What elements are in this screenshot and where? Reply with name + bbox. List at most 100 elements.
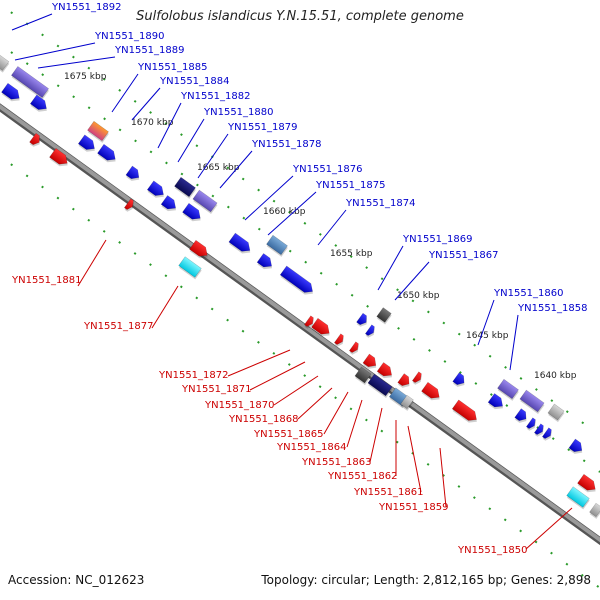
forward-gene-feature[interactable] <box>266 234 289 257</box>
forward-gene-feature[interactable] <box>519 389 545 414</box>
forward-gene-feature[interactable] <box>589 502 600 519</box>
reverse-gene-label[interactable]: YN1551_1859 <box>378 502 449 513</box>
reverse-gene-label[interactable]: YN1551_1881 <box>11 275 82 286</box>
forward-gene-feature[interactable] <box>1 82 24 105</box>
reverse-gene-label[interactable]: YN1551_1861 <box>353 487 424 498</box>
reverse-gene-label[interactable]: YN1551_1868 <box>228 414 299 425</box>
forward-gene-feature[interactable] <box>279 265 317 298</box>
forward-gene-label[interactable]: YN1551_1885 <box>137 62 208 73</box>
forward-gene-feature[interactable] <box>356 312 371 329</box>
reverse-gene-label[interactable]: YN1551_1864 <box>276 442 347 453</box>
reverse-gene-feature[interactable] <box>577 473 600 496</box>
reverse-callout-line <box>297 387 333 420</box>
forward-gene-feature[interactable] <box>452 372 469 390</box>
topology-summary: Topology: circular; Length: 2,812,165 bp… <box>261 573 591 587</box>
forward-gene-feature[interactable] <box>77 134 99 155</box>
forward-gene-label[interactable]: YN1551_1884 <box>159 76 230 87</box>
reverse-gene-feature[interactable] <box>362 353 380 372</box>
forward-gene-feature[interactable] <box>0 53 10 73</box>
forward-gene-label[interactable]: YN1551_1892 <box>51 2 122 13</box>
reverse-gene-label[interactable]: YN1551_1865 <box>253 429 324 440</box>
reverse-gene-feature[interactable] <box>333 333 346 349</box>
reverse-gene-label[interactable]: YN1551_1862 <box>327 471 398 482</box>
forward-gene-label[interactable]: YN1551_1874 <box>345 198 416 209</box>
forward-callout-line <box>37 56 116 69</box>
forward-gene-feature[interactable] <box>541 427 554 443</box>
forward-gene-feature[interactable] <box>10 66 49 100</box>
forward-gene-label[interactable]: YN1551_1879 <box>227 122 298 133</box>
reverse-callout-line <box>439 447 447 508</box>
reverse-gene-feature[interactable] <box>421 381 444 404</box>
forward-gene-feature[interactable] <box>228 232 254 257</box>
forward-gene-label[interactable]: YN1551_1860 <box>493 288 564 299</box>
forward-gene-feature[interactable] <box>376 307 393 325</box>
forward-gene-feature[interactable] <box>97 143 120 166</box>
forward-gene-label[interactable]: YN1551_1878 <box>251 139 322 150</box>
reverse-gene-feature[interactable] <box>411 371 424 387</box>
forward-callout-line <box>111 73 139 113</box>
forward-gene-feature[interactable] <box>160 195 180 214</box>
forward-gene-feature[interactable] <box>256 253 276 272</box>
forward-callout-line <box>244 175 294 221</box>
gene-callouts[interactable]: YN1551_1892YN1551_1890YN1551_1889YN1551_… <box>11 2 588 556</box>
reverse-gene-label[interactable]: YN1551_1872 <box>158 370 229 381</box>
forward-gene-feature[interactable] <box>87 120 110 143</box>
reverse-callout-line <box>77 239 107 287</box>
forward-gene-label[interactable]: YN1551_1889 <box>114 45 185 56</box>
forward-callout-line <box>14 42 96 61</box>
forward-gene-label[interactable]: YN1551_1876 <box>292 164 363 175</box>
reverse-gene-feature[interactable] <box>29 132 44 149</box>
forward-gene-label[interactable]: YN1551_1890 <box>94 31 165 42</box>
forward-gene-feature[interactable] <box>29 94 51 115</box>
reverse-gene-feature[interactable] <box>397 373 414 391</box>
reverse-gene-label[interactable]: YN1551_1863 <box>301 457 372 468</box>
forward-gene-feature[interactable] <box>125 165 143 184</box>
reverse-gene-feature[interactable] <box>49 147 72 170</box>
forward-gene-feature[interactable] <box>568 438 586 457</box>
ruler-tick-label: 1675 kbp <box>64 72 107 82</box>
forward-gene-label[interactable]: YN1551_1867 <box>428 250 499 261</box>
forward-gene-feature[interactable] <box>487 393 507 412</box>
forward-callout-line <box>177 118 205 163</box>
forward-gene-feature[interactable] <box>533 423 546 439</box>
forward-gene-feature[interactable] <box>192 189 218 214</box>
reverse-gene-label[interactable]: YN1551_1870 <box>204 400 275 411</box>
reverse-gene-label[interactable]: YN1551_1877 <box>83 321 154 332</box>
reverse-gene-label[interactable]: YN1551_1850 <box>457 545 528 556</box>
forward-gene-label[interactable]: YN1551_1869 <box>402 234 473 245</box>
forward-gene-feature[interactable] <box>174 176 197 199</box>
reverse-gene-feature[interactable] <box>303 315 316 331</box>
forward-gene-feature[interactable] <box>182 202 205 225</box>
forward-gene-feature[interactable] <box>497 378 520 401</box>
reverse-gene-label[interactable]: YN1551_1871 <box>181 384 252 395</box>
reverse-callout-line <box>151 285 179 329</box>
forward-callout-line <box>11 13 53 31</box>
gene-features[interactable] <box>0 53 600 519</box>
reverse-gene-feature[interactable] <box>123 198 136 214</box>
genome-backbone-highlight <box>0 104 600 543</box>
forward-gene-feature[interactable] <box>354 366 372 386</box>
reverse-callout-line <box>323 391 349 435</box>
reverse-gene-feature[interactable] <box>311 317 334 340</box>
forward-gene-feature[interactable] <box>400 394 415 411</box>
forward-gene-label[interactable]: YN1551_1880 <box>203 107 274 118</box>
reverse-gene-feature[interactable] <box>178 256 203 280</box>
reverse-callout-line <box>273 375 319 406</box>
reverse-gene-feature[interactable] <box>566 486 591 510</box>
forward-gene-feature[interactable] <box>525 417 538 433</box>
reverse-callout-line <box>525 507 573 550</box>
reverse-gene-feature[interactable] <box>189 239 212 262</box>
forward-gene-feature[interactable] <box>367 373 393 398</box>
forward-gene-label[interactable]: YN1551_1858 <box>517 303 588 314</box>
forward-gene-feature[interactable] <box>146 180 168 201</box>
forward-gene-label[interactable]: YN1551_1875 <box>315 180 386 191</box>
forward-callout-line <box>477 299 495 346</box>
forward-gene-feature[interactable] <box>514 408 531 426</box>
forward-gene-feature[interactable] <box>547 403 565 423</box>
reverse-gene-feature[interactable] <box>348 341 361 357</box>
forward-gene-feature[interactable] <box>364 324 377 340</box>
reverse-gene-feature[interactable] <box>376 362 396 381</box>
reverse-gene-feature[interactable] <box>451 399 481 426</box>
forward-gene-label[interactable]: YN1551_1882 <box>180 91 251 102</box>
